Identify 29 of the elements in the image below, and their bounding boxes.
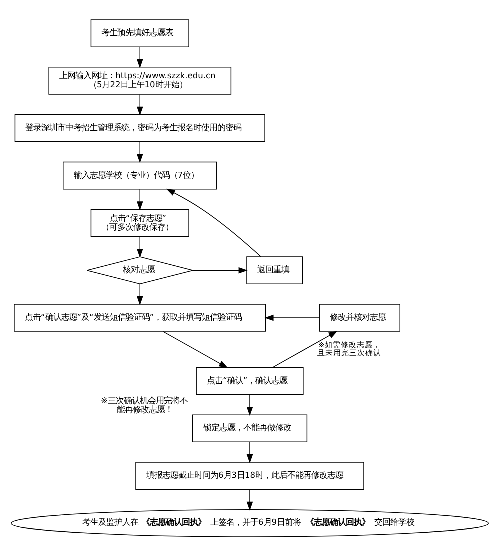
edge-label: ※如需修改志愿，且未用完三次确认 [318, 340, 382, 358]
arrow [162, 330, 228, 368]
arrow [136, 46, 144, 68]
node-box: 考生预先填好志愿表 [90, 19, 190, 47]
node-label: ※三次确认机会用完将不能再修改志愿！ [101, 395, 188, 414]
arrow [192, 266, 248, 274]
node-box: 输入志愿学校（专业）代码（7位） [63, 161, 218, 190]
node-box: 返回重填 [246, 256, 304, 284]
node-box: 修改并核对志愿 [319, 304, 400, 332]
node-box: 填报志愿截止时间为6月3日18时，此后不能再修改志愿 [136, 462, 364, 490]
arrow [264, 314, 320, 321]
node-box: 点击“确认”，确认志愿 [196, 366, 304, 395]
node-box: 上网输入网址：https://www.szzk.edu.cn （5月22日上午10时开始） [48, 66, 232, 94]
node-ellipse: 考生及监护人在《志愿确认回执》上签名，并于6月9日前将《志愿确认回执》交回给学校 [11, 509, 489, 537]
node-box: 锁定志愿，不能再做修改 [192, 414, 308, 442]
arrow [136, 94, 144, 116]
node-box: 点击“保存志愿” （可多次修改保存） [90, 208, 190, 237]
node-box: 点击“确认志愿”及“发送短信验证码”，获取并填写短信验证码 [14, 304, 266, 332]
arrow [246, 442, 254, 464]
node-box: 登录深圳市中考招生管理系统，密码为考生报名时使用的密码 [14, 114, 266, 142]
arrow [136, 284, 144, 305]
node-diamond: 核对志愿 [86, 256, 194, 284]
arrow [136, 188, 144, 210]
arrow [272, 330, 338, 368]
arrow [136, 141, 144, 163]
arrow [246, 488, 254, 510]
arrow [136, 236, 144, 258]
arrow [246, 394, 254, 416]
arrow [166, 188, 262, 257]
